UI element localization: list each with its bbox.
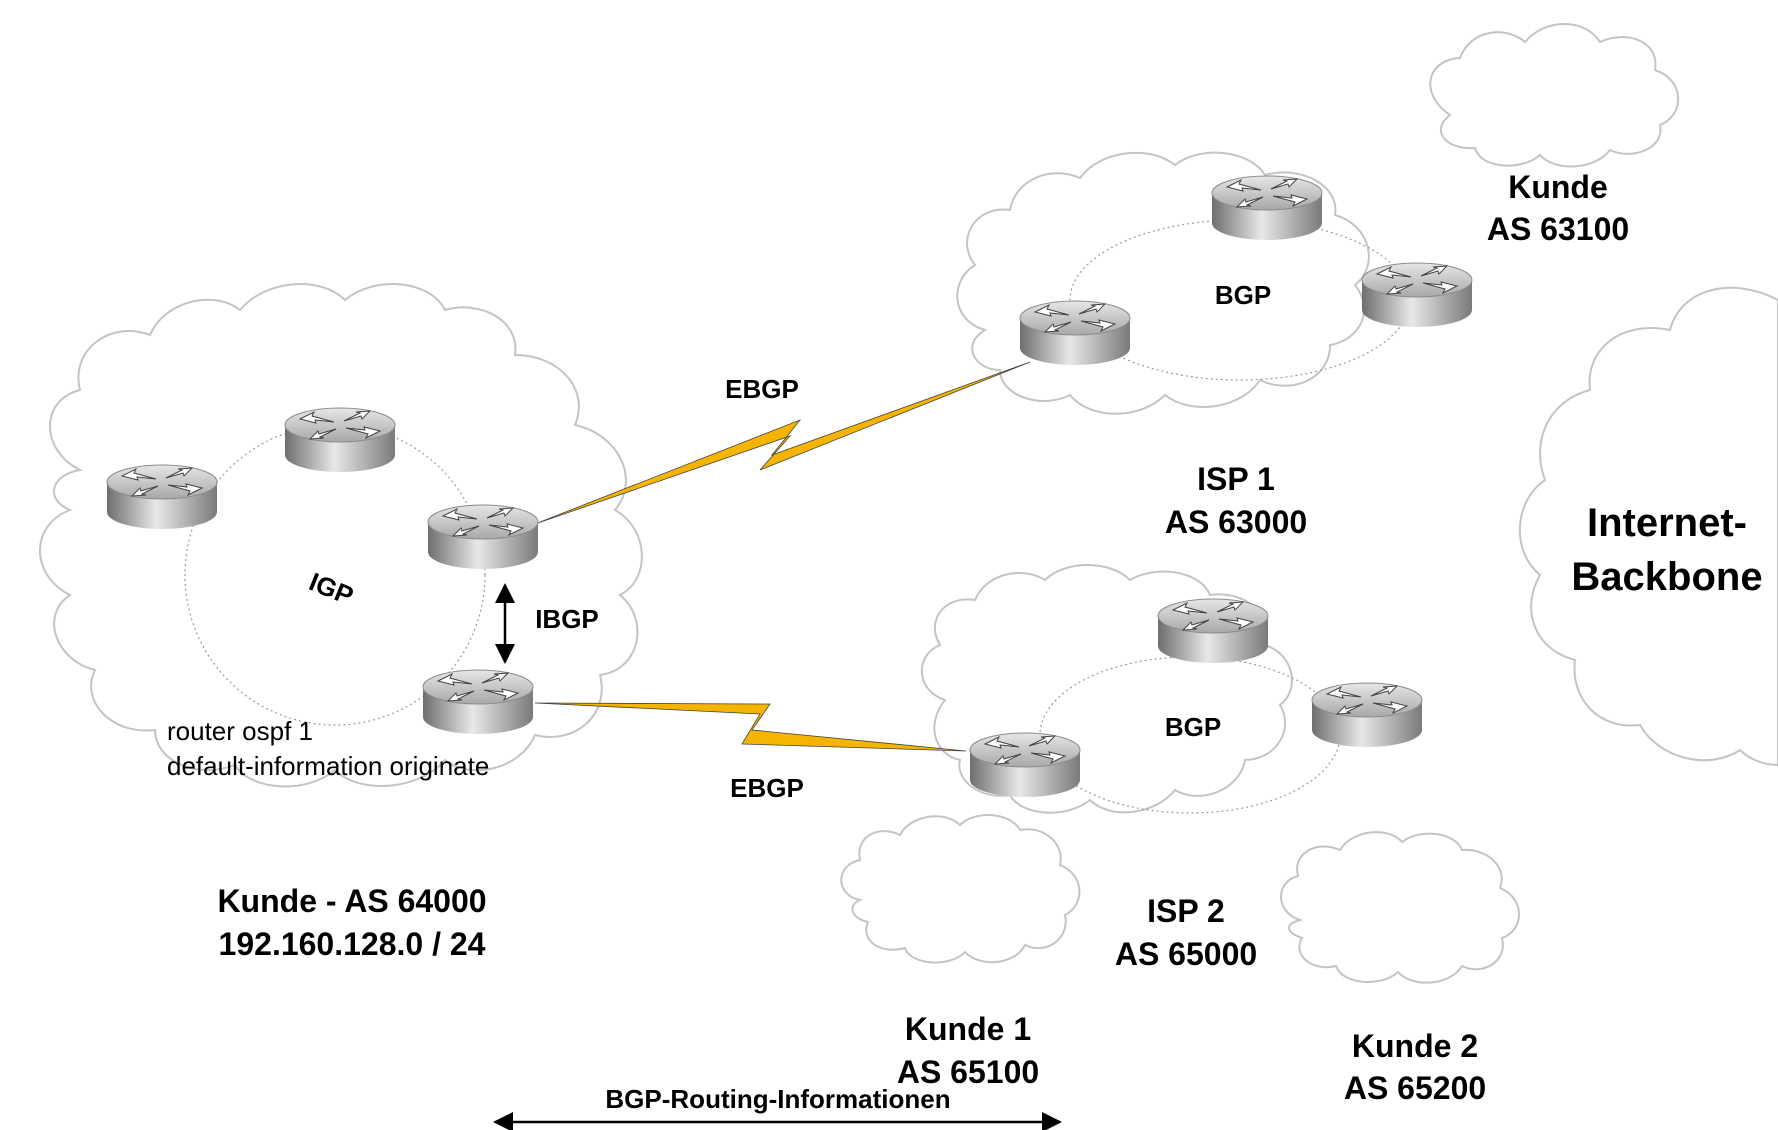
router-isp1-edge [1019,300,1131,366]
router-isp1-right [1361,262,1473,328]
router-isp2-edge [969,732,1081,798]
label-isp2: ISP 2 [1147,893,1225,929]
label-bgp-isp1: BGP [1215,280,1271,310]
label-internet-line2: Backbone [1571,555,1762,599]
label-bgp-isp2: BGP [1165,712,1221,742]
label-ospf-line2: default-information originate [167,751,489,781]
label-kunde1: Kunde 1 [905,1011,1031,1047]
ebgp-link-top [534,361,1031,525]
label-as-65200: AS 65200 [1344,1070,1486,1106]
router-isp2-right [1311,682,1423,748]
cloud-kunde2 [1280,831,1520,984]
label-as-65000: AS 65000 [1115,936,1257,972]
router-customer-edge-bottom [422,669,534,735]
label-isp1: ISP 1 [1197,461,1275,497]
router-customer-edge-top [427,504,539,570]
router-igp-top [284,407,396,473]
router-isp1-top [1211,175,1323,241]
label-as-65100: AS 65100 [897,1054,1039,1090]
label-ebgp-top: EBGP [725,374,799,404]
cloud-kunde1 [840,813,1081,964]
label-customer-net: 192.160.128.0 / 24 [219,926,486,962]
label-as-63100: AS 63100 [1487,211,1629,247]
label-as-63000: AS 63000 [1165,504,1307,540]
label-ospf-line1: router ospf 1 [167,716,313,746]
label-internet-line1: Internet- [1587,501,1747,545]
router-igp-left [106,464,218,530]
label-bgp-routing: BGP-Routing-Informationen [605,1084,950,1114]
label-ebgp-bottom: EBGP [730,773,804,803]
cloud-internet-backbone [1519,286,1778,767]
label-kunde2: Kunde 2 [1352,1028,1478,1064]
label-ibgp: IBGP [535,604,599,634]
label-kunde-top: Kunde [1508,169,1608,205]
cloud-kunde-64000 [39,283,643,788]
label-customer-as: Kunde - AS 64000 [217,883,486,919]
cloud-kunde-63100 [1429,23,1680,168]
ebgp-link-bottom [534,702,967,752]
router-isp2-top [1157,598,1269,664]
